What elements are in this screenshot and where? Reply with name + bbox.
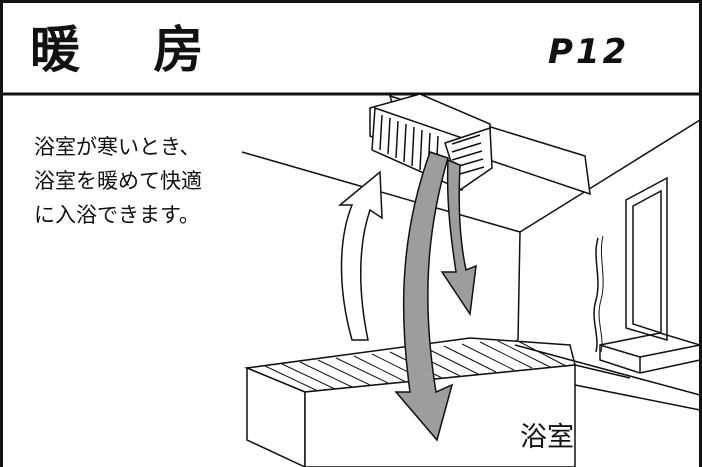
- shower-hose: [593, 237, 599, 353]
- page-title: 暖 房: [30, 21, 232, 79]
- floor-slats: [264, 339, 567, 392]
- return-air-arrow: [337, 170, 383, 341]
- page-reference: P12: [548, 32, 630, 72]
- warm-air-arrow-long: [394, 151, 454, 442]
- description-line: 浴室を暖めて快適: [34, 169, 202, 193]
- shower-hose-outline: [598, 235, 604, 353]
- window: [625, 176, 668, 342]
- floor-board: [244, 337, 701, 467]
- description-line: に入浴できます。: [34, 203, 200, 227]
- bathroom-label: 浴室: [520, 422, 574, 453]
- ceiling-heater: [369, 93, 591, 196]
- warm-air-arrow-short: [440, 158, 477, 317]
- window-ledge: [599, 332, 701, 374]
- description: 浴室が寒いとき、 浴室を暖めて快適 に入浴できます。: [34, 130, 202, 232]
- description-line: 浴室が寒いとき、: [34, 135, 201, 159]
